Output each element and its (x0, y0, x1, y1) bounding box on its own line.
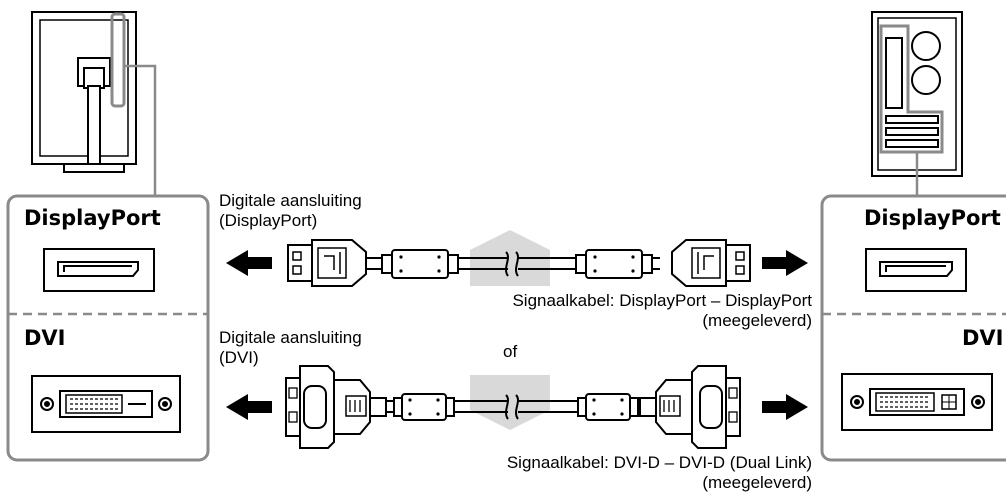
right-displayport-title: DisplayPort (864, 206, 1001, 230)
left-arrow-dvi (226, 394, 272, 420)
pc-ports-highlight (879, 24, 944, 154)
right-dvi-title: DVI (962, 326, 1004, 350)
dvi-cable (285, 365, 741, 449)
left-dvi-socket (31, 375, 181, 433)
separator-or: of (503, 342, 518, 361)
left-displayport-title: DisplayPort (24, 206, 161, 230)
displayport-cable (287, 239, 751, 287)
displayport-label-line1: Digitale aansluiting (219, 191, 362, 210)
right-arrow-displayport (762, 250, 808, 276)
dvi-cable-caption-line1: Signaalkabel: DVI-D – DVI-D (Dual Link) (506, 453, 812, 472)
dvi-cable-band (470, 375, 550, 430)
monitor-icon (31, 11, 137, 173)
dvi-label-line2: (DVI) (219, 348, 259, 367)
right-dvi-socket (841, 373, 993, 431)
monitor-leader-line (124, 64, 157, 196)
right-displayport-socket (865, 248, 967, 292)
right-arrow-dvi (762, 394, 808, 420)
right-panel (820, 194, 1006, 462)
monitor-ports-highlight (110, 12, 126, 108)
displayport-cable-caption-line1: Signaalkabel: DisplayPort – DisplayPort (512, 291, 812, 310)
left-arrow-displayport (226, 250, 272, 276)
displayport-cable-band (470, 230, 550, 286)
left-dvi-title: DVI (24, 326, 66, 350)
left-displayport-socket (43, 248, 155, 292)
dvi-cable-caption-line2: (meegeleverd) (702, 473, 812, 492)
dvi-label-line1: Digitale aansluiting (219, 328, 362, 347)
displayport-cable-caption-line2: (meegeleverd) (702, 311, 812, 330)
displayport-label-line2: (DisplayPort) (219, 211, 318, 230)
